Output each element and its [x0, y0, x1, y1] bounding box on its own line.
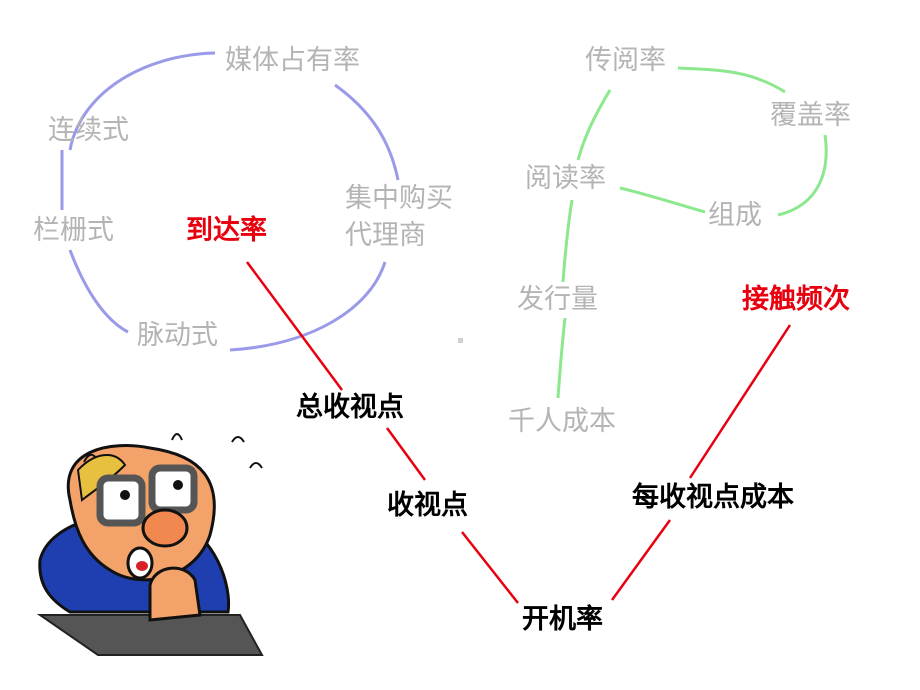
label-coverage-rate: 覆盖率	[770, 100, 851, 131]
sweat-mark-4	[83, 453, 97, 463]
glasses-right-lens	[148, 464, 198, 514]
label-cpm: 千人成本	[508, 406, 616, 437]
green-line-4	[576, 89, 612, 161]
label-media-share: 媒体占有率	[225, 45, 360, 76]
red-line-grp-to-rating	[385, 427, 427, 481]
green-line-3	[619, 186, 706, 214]
blue-loop-arc-lower-left	[68, 249, 129, 334]
label-central-buying: 集中购买	[345, 183, 453, 214]
label-circulation: 发行量	[517, 284, 598, 315]
green-line-6	[556, 317, 567, 399]
worried-man-illustration	[36, 433, 264, 656]
sweat-mark-2	[231, 436, 245, 443]
sweat-mark-3	[249, 462, 263, 469]
label-readership: 阅读率	[525, 163, 606, 194]
green-line-1	[677, 66, 786, 94]
red-line-hut-to-cpp	[610, 519, 672, 601]
tongue-shape	[136, 561, 148, 571]
label-rating-points: 收视点	[387, 490, 468, 521]
label-pulsing: 脉动式	[137, 320, 218, 351]
label-composition: 组成	[708, 200, 762, 231]
glasses-left-lens	[96, 474, 146, 527]
label-reach: 到达率	[186, 215, 267, 246]
red-line-reach-to-grp	[245, 261, 344, 391]
blue-loop-arc-right	[334, 83, 400, 181]
sweat-mark-1	[171, 433, 183, 441]
label-hut-rate: 开机率	[522, 604, 603, 635]
label-frequency: 接触频次	[742, 284, 850, 315]
blue-loop-arc-upper-left	[68, 51, 216, 151]
label-pass-along-rate: 传阅率	[585, 45, 666, 76]
label-cost-per-point: 每收视点成本	[632, 482, 794, 513]
green-line-2	[777, 134, 828, 217]
label-gross-rating-points: 总收视点	[296, 392, 404, 423]
small-dot	[458, 338, 463, 343]
hand-shape	[148, 566, 202, 622]
nose-shape	[141, 508, 189, 548]
label-fence: 栏栅式	[33, 215, 114, 246]
right-eye	[173, 480, 183, 490]
red-line-rating-to-hut	[461, 531, 519, 604]
label-agency: 代理商	[345, 220, 426, 251]
green-line-5	[561, 199, 574, 283]
label-continuous: 连续式	[48, 115, 129, 146]
left-eye	[120, 490, 130, 500]
blue-loop-arc-bottom	[229, 261, 387, 352]
red-line-cpp-to-frequency	[688, 324, 792, 479]
